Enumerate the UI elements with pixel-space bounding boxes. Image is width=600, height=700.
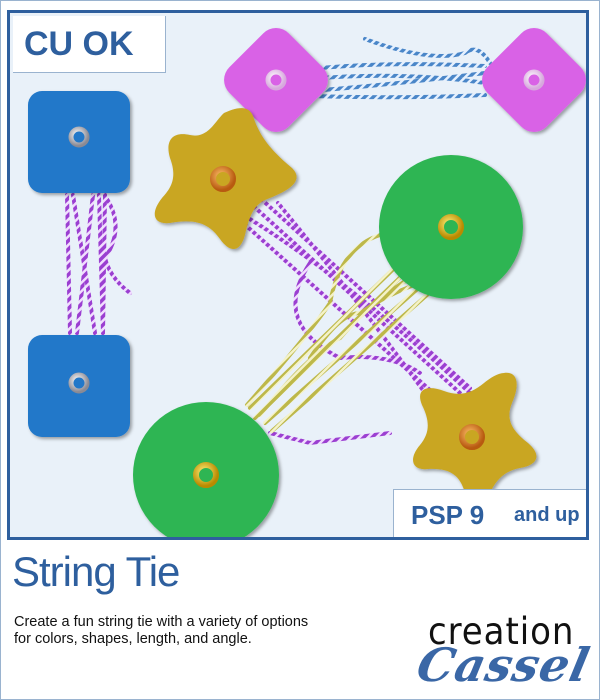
eyelet-icon	[265, 69, 287, 91]
eyelet-icon	[68, 126, 90, 148]
eyelet-icon	[438, 214, 464, 240]
eyelet-icon	[523, 69, 545, 91]
version-badge: PSP 9 and up	[393, 489, 586, 537]
version-badge-main: PSP 9	[411, 500, 485, 530]
green-circle-tag-bottom	[133, 402, 279, 537]
pink-tag-right	[482, 28, 586, 132]
blue-string-bundle	[308, 37, 492, 100]
version-badge-suffix: and up	[514, 504, 580, 526]
eyelet-icon	[210, 166, 236, 192]
license-badge: CU OK	[13, 16, 166, 73]
gold-star-tag-top	[154, 108, 297, 250]
yellow-string-bundle	[245, 233, 437, 433]
product-description: Create a fun string tie with a variety o…	[14, 614, 404, 648]
brand-logo-top: creation	[428, 610, 575, 653]
gold-star-tag-bottom	[413, 372, 537, 508]
eyelet-icon	[193, 462, 219, 488]
purple-string-bundle-diagonal	[230, 196, 472, 446]
preview-panel: CU OK PSP 9 and up	[7, 10, 589, 540]
blue-tag-bottom	[28, 335, 130, 437]
purple-string-bundle-vertical	[65, 193, 132, 335]
description-line: for colors, shapes, length, and angle.	[14, 631, 252, 647]
brand-logo-bottom: Cassel	[412, 638, 595, 692]
license-badge-text: CU OK	[24, 25, 134, 63]
pink-tag-left	[224, 28, 328, 132]
eyelet-icon	[459, 424, 485, 450]
string-tie-illustration	[28, 28, 586, 537]
blue-tag-top	[28, 91, 130, 193]
green-circle-tag-top	[379, 155, 523, 299]
product-title: String Tie	[12, 548, 180, 595]
eyelet-icon	[68, 372, 90, 394]
description-line: Create a fun string tie with a variety o…	[14, 614, 309, 630]
